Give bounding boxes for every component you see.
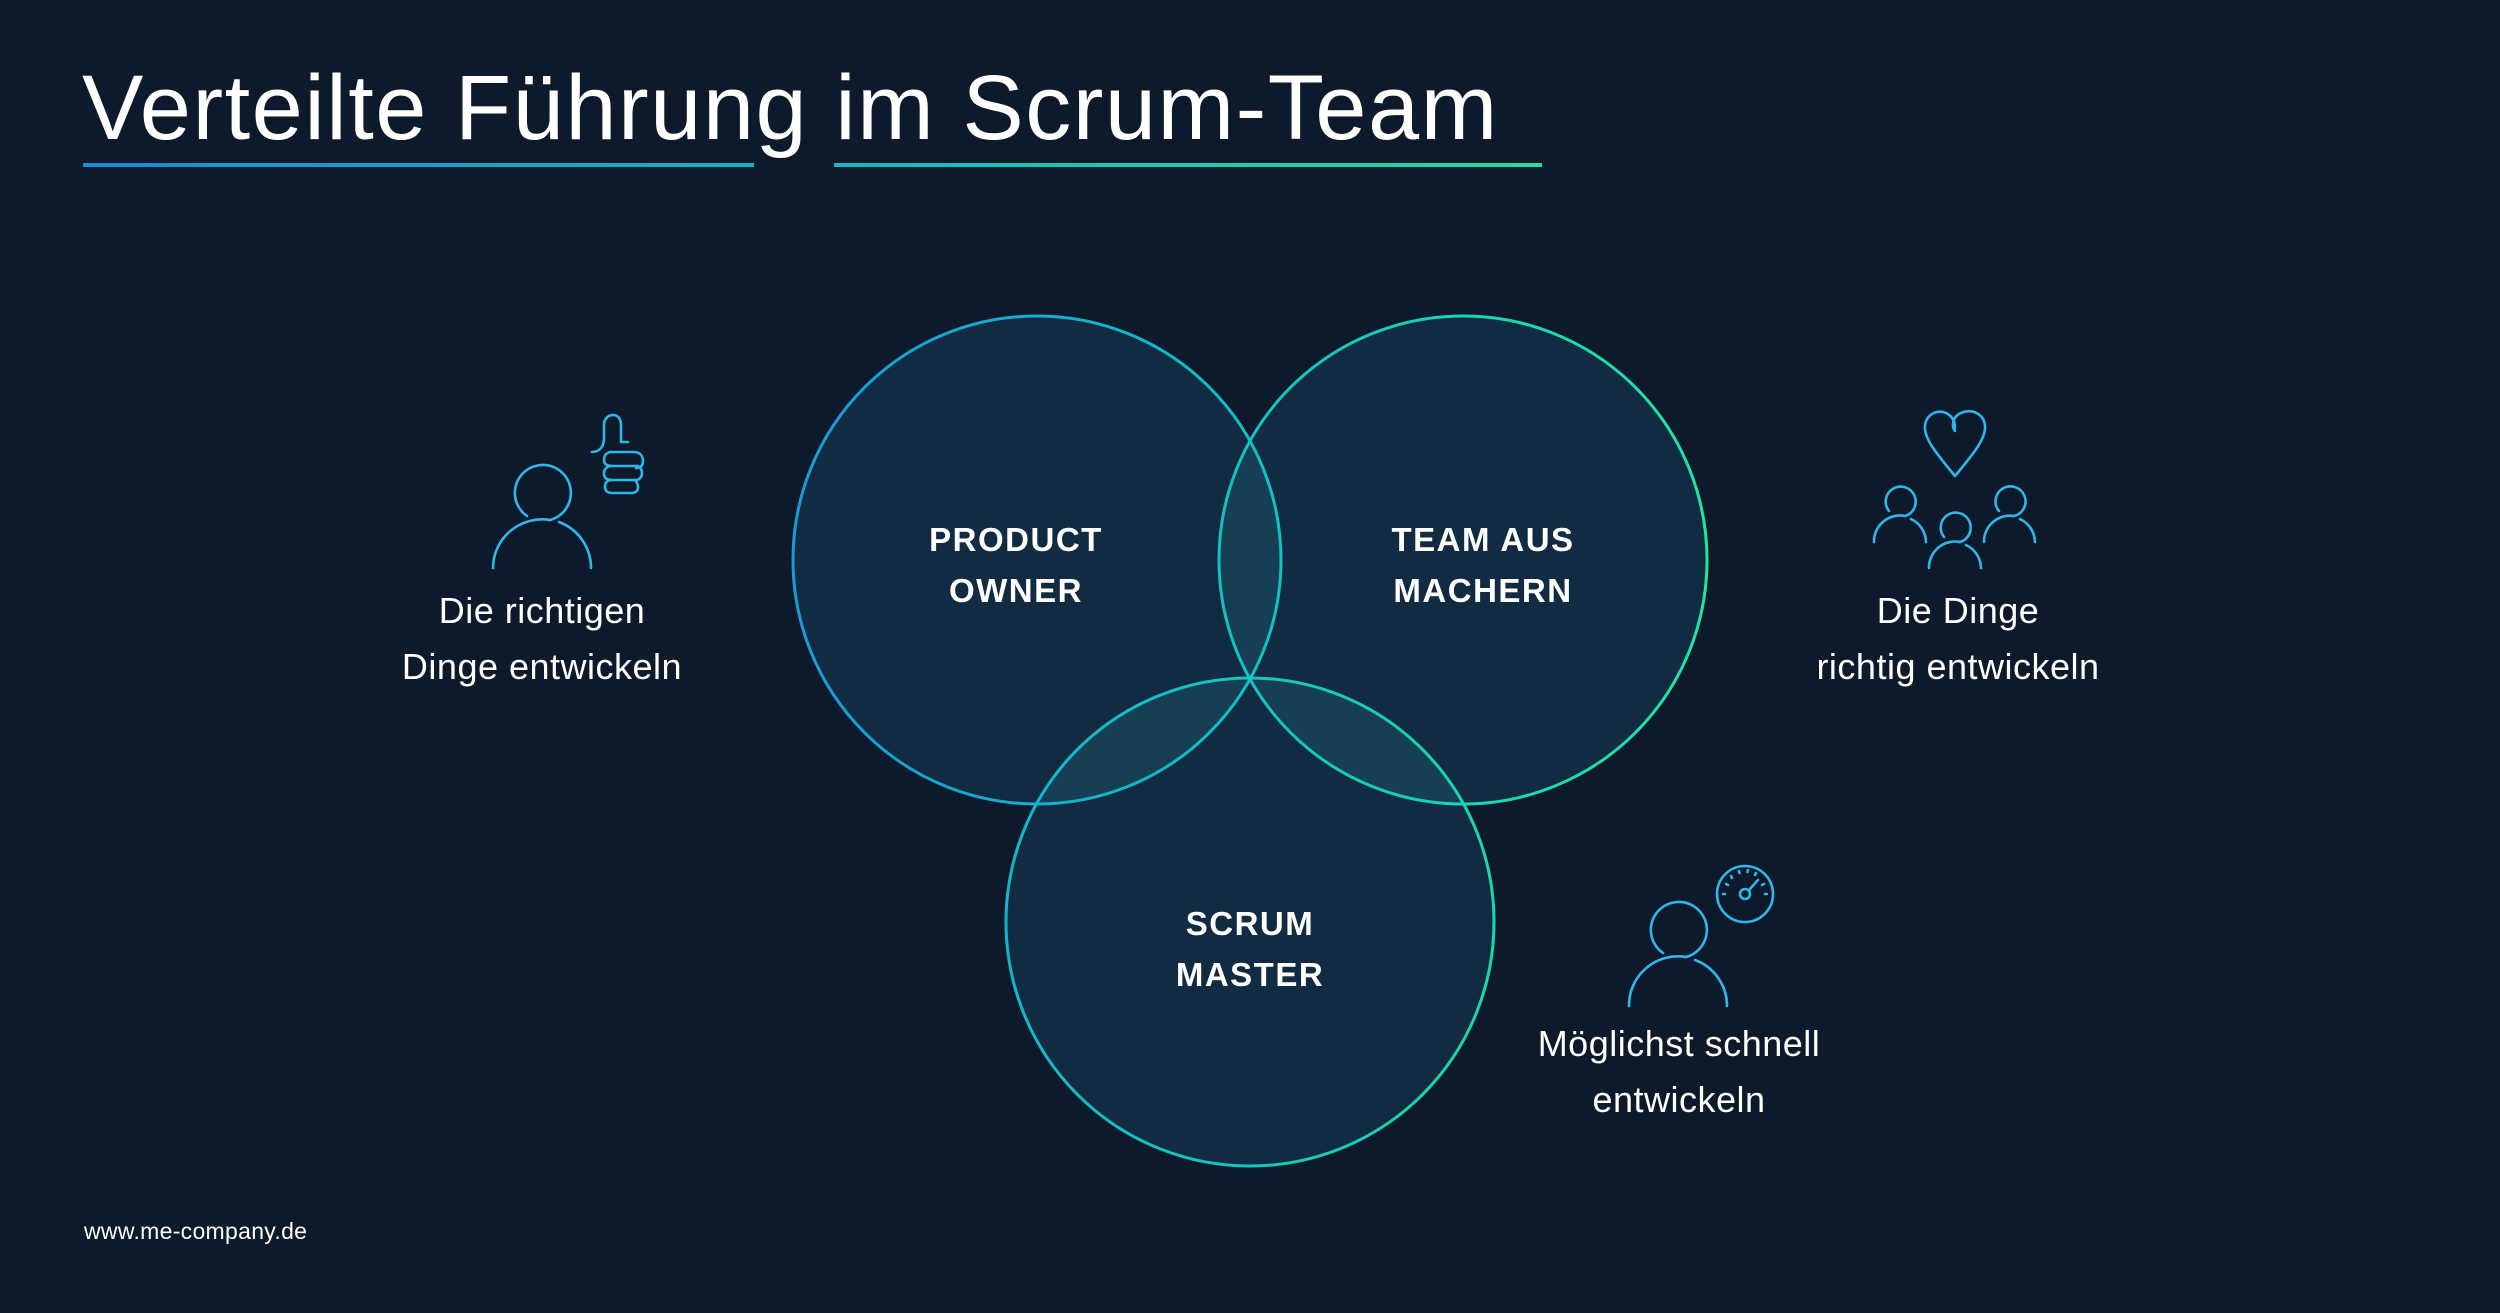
person-speedometer-icon <box>1627 864 1775 1008</box>
title-underline-right <box>834 163 1542 167</box>
circle-label-line1: SCRUM <box>1185 905 1315 942</box>
circle-team-fill <box>1219 316 1707 804</box>
caption-line1: Die Dinge <box>1876 590 2040 631</box>
circle-label-line2: MACHERN <box>1393 572 1573 609</box>
circle-product-owner-fill <box>793 316 1281 804</box>
person-left-icon <box>1872 485 1928 544</box>
caption-team: Die Dinge richtig entwickeln <box>1816 583 2099 695</box>
caption-scrum-master: Möglichst schnell entwickeln <box>1538 1016 1821 1128</box>
circle-label-scrum-master: SCRUM MASTER <box>1176 898 1324 1000</box>
caption-line1: Möglichst schnell <box>1537 1023 1821 1064</box>
caption-line1: Die richtigen <box>438 590 646 631</box>
circle-label-line1: PRODUCT <box>929 521 1103 558</box>
circle-label-team: TEAM AUS MACHERN <box>1391 514 1574 616</box>
circle-label-line2: OWNER <box>948 572 1083 609</box>
footer-website-link[interactable]: www.me-company.de <box>84 1218 308 1244</box>
speedometer-icon <box>1715 864 1775 924</box>
circle-label-product-owner: PRODUCT OWNER <box>929 514 1103 616</box>
caption-line2: entwickeln <box>1592 1079 1766 1120</box>
person-middle-icon <box>1927 511 1983 570</box>
person-icon <box>491 463 593 570</box>
thumbs-up-icon <box>590 413 645 495</box>
circle-label-line2: MASTER <box>1175 956 1325 993</box>
caption-line2: Dinge entwickeln <box>401 646 683 687</box>
circle-label-line1: TEAM AUS <box>1391 521 1575 558</box>
circle-scrum-master-fill <box>1006 678 1494 1166</box>
caption-line2: richtig entwickeln <box>1816 646 2100 687</box>
person-icon <box>1627 900 1729 1008</box>
circle-scrum-master-outline <box>1004 676 1496 1168</box>
person-thumbs-up-icon <box>491 413 645 570</box>
heart-icon <box>1923 409 1987 478</box>
page-title: Verteilte Führung im Scrum-Team <box>82 57 1499 159</box>
caption-product-owner: Die richtigen Dinge entwickeln <box>402 583 682 695</box>
title-underline-left <box>83 163 754 167</box>
person-right-icon <box>1982 485 2037 544</box>
team-heart-icon <box>1872 409 2037 570</box>
